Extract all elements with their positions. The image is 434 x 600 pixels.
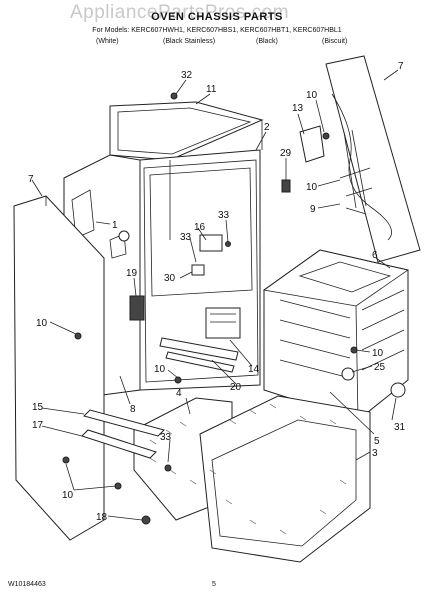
callout-10-side: 10: [36, 318, 48, 329]
callout-11: 11: [206, 84, 217, 95]
color-black-stainless: (Black Stainless): [163, 38, 216, 45]
callout-10-bottom: 10: [154, 364, 166, 375]
callout-17: 17: [32, 420, 44, 431]
callout-7-side: 7: [28, 174, 34, 185]
model-numbers: For Models: KERC607HWH1, KERC607HBS1, KE…: [92, 27, 342, 34]
page-number: 5: [212, 581, 216, 588]
callout-19: 19: [126, 268, 138, 279]
callout-18: 18: [96, 512, 108, 523]
color-white: (White): [96, 38, 119, 45]
callout-31: 31: [394, 422, 406, 433]
insulation-blankets: [133, 395, 371, 563]
callout-15: 15: [32, 402, 44, 413]
callout-4: 4: [176, 388, 182, 399]
rear-brackets: [299, 125, 373, 215]
callout-1: 1: [112, 220, 118, 231]
callout-20: 20: [230, 382, 242, 393]
oven-cavity: [262, 249, 409, 421]
callout-9: 9: [310, 204, 316, 215]
callout-33-upper: 33: [218, 210, 230, 221]
diagram-title: OVEN CHASSIS PARTS: [151, 11, 283, 23]
callout-10-rail: 10: [62, 490, 74, 501]
callout-16: 16: [194, 222, 206, 233]
callout-8: 8: [130, 404, 136, 415]
callout-25: 25: [374, 362, 386, 373]
callout-labels: 32 11 7 2 13 10 29 7 1 10 9 33 16 33 30 …: [28, 61, 406, 523]
callout-13: 13: [292, 103, 304, 114]
watermark: AppliancePartsPros.com: [70, 2, 290, 23]
callout-6: 6: [372, 250, 378, 261]
callout-33-lower: 33: [160, 432, 172, 443]
callout-10-rear: 10: [306, 182, 318, 193]
small-components: [118, 179, 406, 398]
rear-panel: [325, 55, 421, 263]
callout-3: 3: [372, 448, 378, 459]
screws: [62, 92, 358, 525]
left-side-panel: [13, 195, 105, 541]
callout-2: 2: [264, 122, 270, 133]
callout-5: 5: [374, 436, 380, 447]
document-number: W10184463: [8, 581, 46, 588]
color-black: (Black): [256, 38, 278, 45]
callout-14: 14: [248, 364, 260, 375]
callout-10-cavity: 10: [372, 348, 384, 359]
callout-10-top: 10: [306, 90, 318, 101]
callout-32: 32: [181, 70, 193, 81]
callout-33-left: 33: [180, 232, 192, 243]
bottom-rails: [81, 337, 239, 459]
callout-7-rear: 7: [398, 61, 404, 72]
leader-lines: [31, 69, 399, 521]
callout-30: 30: [164, 273, 176, 284]
color-biscuit: (Biscuit): [322, 38, 348, 45]
callout-29: 29: [280, 148, 292, 159]
